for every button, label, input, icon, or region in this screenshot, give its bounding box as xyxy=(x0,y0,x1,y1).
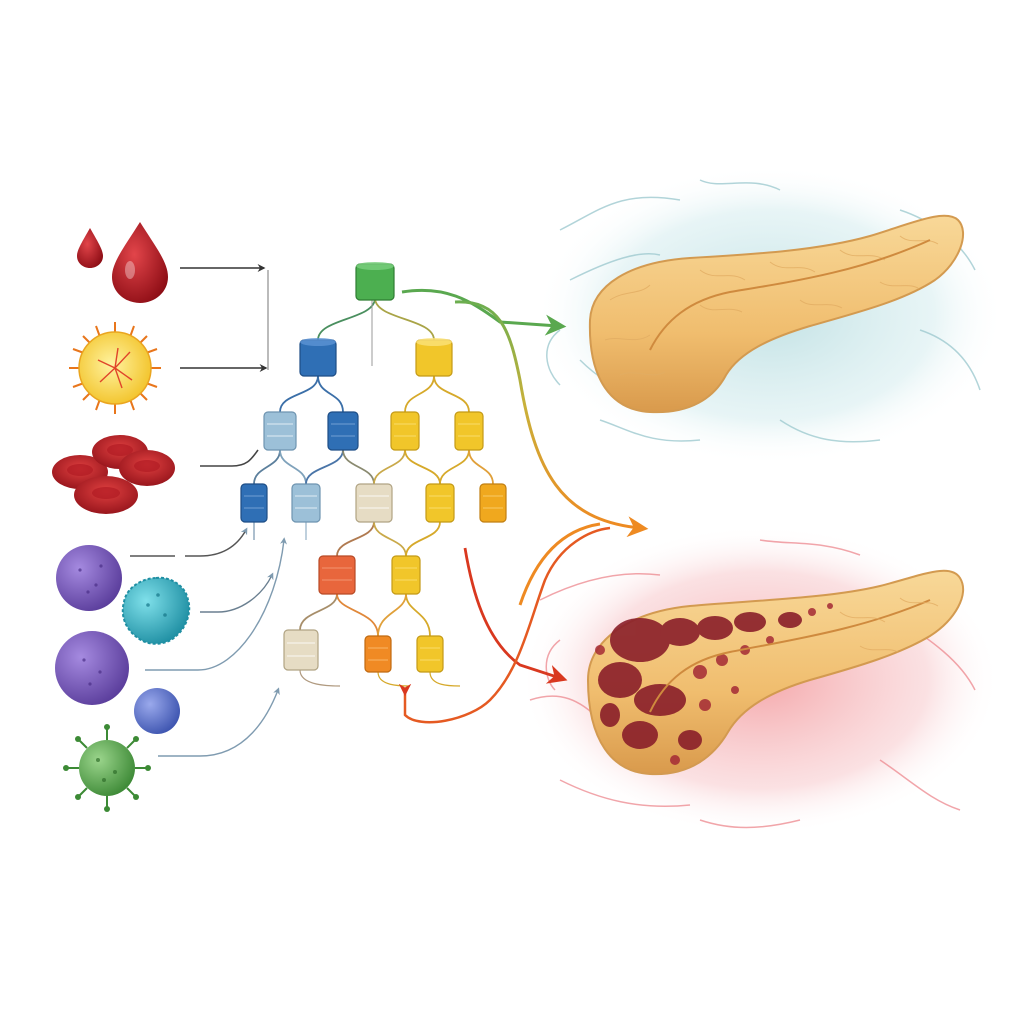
network-node xyxy=(415,338,453,377)
network-node xyxy=(391,555,421,595)
output-arrows xyxy=(398,288,649,724)
red-blood-cell-icon xyxy=(52,435,175,514)
network-node xyxy=(390,411,420,451)
virus-icon xyxy=(63,724,151,812)
network-links xyxy=(253,297,494,687)
network-node xyxy=(318,555,356,595)
network-node xyxy=(355,483,393,523)
network-node xyxy=(291,483,321,523)
input-connectors xyxy=(130,264,287,757)
arrow-feedback xyxy=(398,526,611,724)
network-node xyxy=(327,411,359,451)
network-node xyxy=(416,635,444,673)
network-node xyxy=(425,483,455,523)
healthy-pancreas xyxy=(588,214,964,414)
blood-drop-icon xyxy=(77,222,168,303)
blue-cell-icon xyxy=(134,688,180,734)
network-node xyxy=(299,338,337,377)
lesion-cluster xyxy=(598,612,802,750)
spiked-cell-icon xyxy=(69,322,161,414)
network-node xyxy=(355,262,395,301)
network-node xyxy=(364,635,392,673)
purple-cell-icon xyxy=(56,545,122,611)
network-node xyxy=(283,629,319,671)
cyan-cell-icon xyxy=(121,576,191,645)
arrow-to-diagnosis xyxy=(454,300,649,538)
network-node xyxy=(479,483,507,523)
network-node xyxy=(240,483,268,523)
diseased-pancreas xyxy=(586,569,965,776)
purple-cell-icon xyxy=(55,631,129,705)
network-node xyxy=(454,411,484,451)
network-node xyxy=(263,411,297,451)
arrow-branch-orange xyxy=(518,522,601,606)
arrow-to-healthy xyxy=(401,288,567,336)
